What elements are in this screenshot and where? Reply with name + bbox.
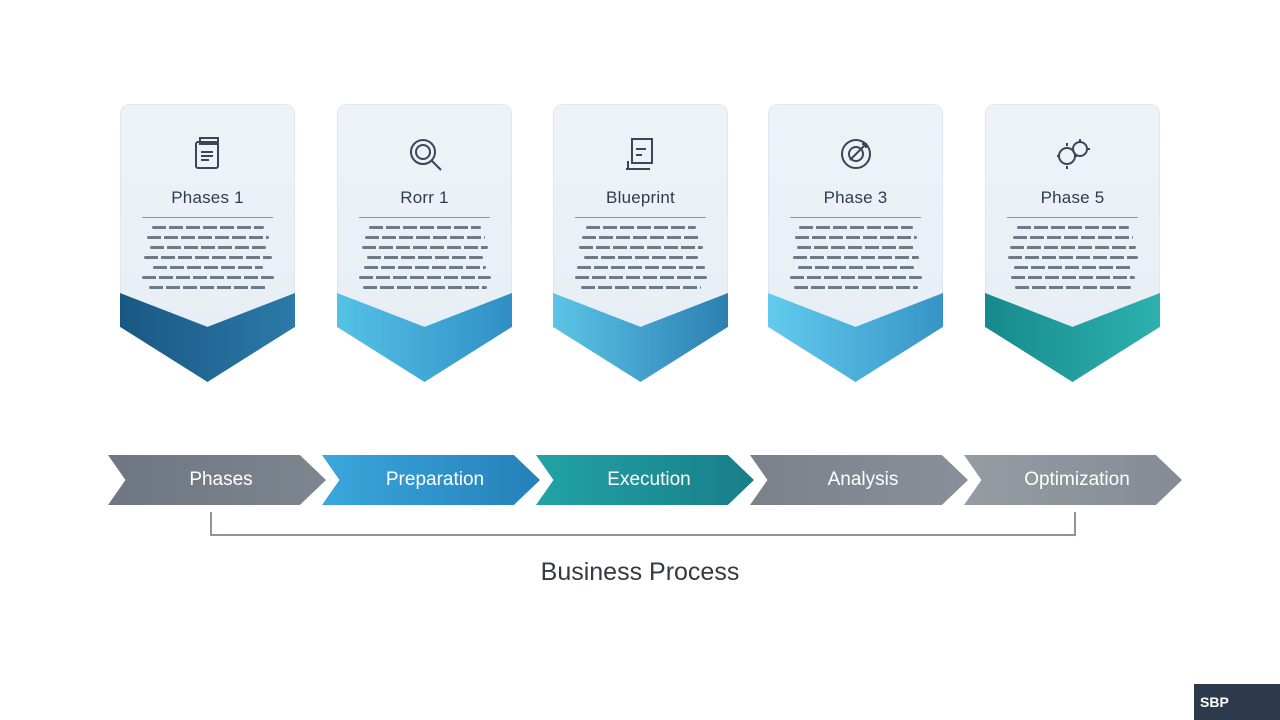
card-title: Phase 3: [823, 188, 888, 207]
card-body-text: [1005, 226, 1140, 296]
phase-card-4: Phase 3: [768, 104, 943, 382]
card-body-text: [357, 226, 492, 296]
card-title: Phases 1: [171, 188, 244, 207]
card-title: Rorr 1: [400, 188, 449, 207]
process-step-preparation: Preparation: [322, 455, 540, 505]
target-icon: [768, 134, 943, 174]
process-step-phases: Phases: [108, 455, 326, 505]
process-bracket: [210, 512, 1076, 536]
divider: [359, 217, 490, 218]
document-icon: [120, 134, 295, 174]
process-step-analysis: Analysis: [750, 455, 968, 505]
card-body-text: [573, 226, 708, 296]
divider: [1007, 217, 1138, 218]
process-step-label: Execution: [607, 469, 691, 490]
divider: [790, 217, 921, 218]
process-step-label: Phases: [189, 469, 253, 490]
divider: [575, 217, 706, 218]
process-step-optimization: Optimization: [964, 455, 1182, 505]
card-body-text: [788, 226, 923, 296]
card-title: Phase 5: [1040, 188, 1105, 207]
phase-card-1: Phases 1: [120, 104, 295, 382]
blueprint-icon: [553, 134, 728, 174]
process-step-label: Analysis: [827, 469, 899, 490]
magnifier-icon: [337, 134, 512, 174]
phase-card-5: Phase 5: [985, 104, 1160, 382]
card-title: Blueprint: [606, 188, 675, 207]
gears-icon: [985, 134, 1160, 174]
brand-logo: SBP: [1194, 684, 1280, 720]
diagram-caption: Business Process: [540, 558, 740, 586]
divider: [142, 217, 273, 218]
card-body-text: [140, 226, 275, 296]
process-step-label: Optimization: [1024, 469, 1130, 490]
phase-card-2: Rorr 1: [337, 104, 512, 382]
phase-card-3: Blueprint: [553, 104, 728, 382]
process-step-label: Preparation: [385, 469, 485, 490]
process-step-execution: Execution: [536, 455, 754, 505]
